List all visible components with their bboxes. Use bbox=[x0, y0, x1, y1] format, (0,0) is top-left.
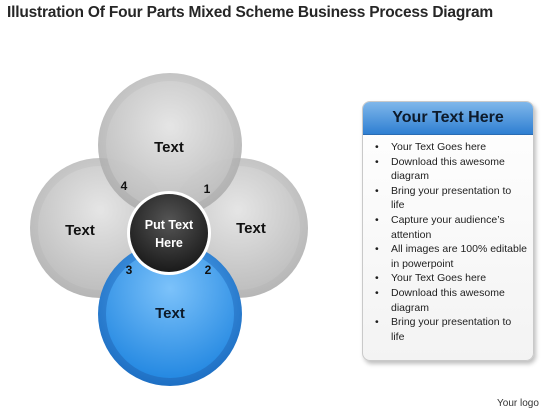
center-label-line1: Put Text bbox=[145, 218, 194, 232]
bullet-item: Your Text Goes here bbox=[375, 271, 527, 286]
overlap-number-3: 3 bbox=[126, 263, 133, 277]
overlap-number-2: 2 bbox=[205, 263, 212, 277]
top-circle bbox=[98, 73, 242, 217]
right-circle-label: Text bbox=[236, 220, 266, 237]
bullet-item: Download this awesome diagram bbox=[375, 155, 527, 184]
bottom-circle-label: Text bbox=[155, 305, 185, 322]
left-circle-label: Text bbox=[65, 222, 95, 239]
bullet-list: Your Text Goes here Download this awesom… bbox=[363, 135, 533, 344]
bullet-item: All images are 100% editable in powerpoi… bbox=[375, 242, 527, 271]
footer-logo: Your logo bbox=[497, 398, 539, 409]
text-panel: Your Text Here Your Text Goes here Downl… bbox=[362, 101, 534, 361]
bullet-item: Bring your presentation to life bbox=[375, 315, 527, 344]
bullet-item: Download this awesome diagram bbox=[375, 286, 527, 315]
center-circle bbox=[127, 191, 211, 275]
overlap-number-1: 1 bbox=[204, 182, 211, 196]
page-title: Illustration Of Four Parts Mixed Scheme … bbox=[7, 4, 493, 21]
bullet-item: Your Text Goes here bbox=[375, 140, 527, 155]
bullet-item: Bring your presentation to life bbox=[375, 184, 527, 213]
center-label-line2: Here bbox=[155, 236, 183, 250]
overlap-number-4: 4 bbox=[121, 179, 128, 193]
top-circle-label: Text bbox=[154, 139, 184, 156]
bullet-item: Capture your audience’s attention bbox=[375, 213, 527, 242]
panel-header: Your Text Here bbox=[363, 102, 533, 135]
bottom-circle bbox=[98, 242, 242, 386]
